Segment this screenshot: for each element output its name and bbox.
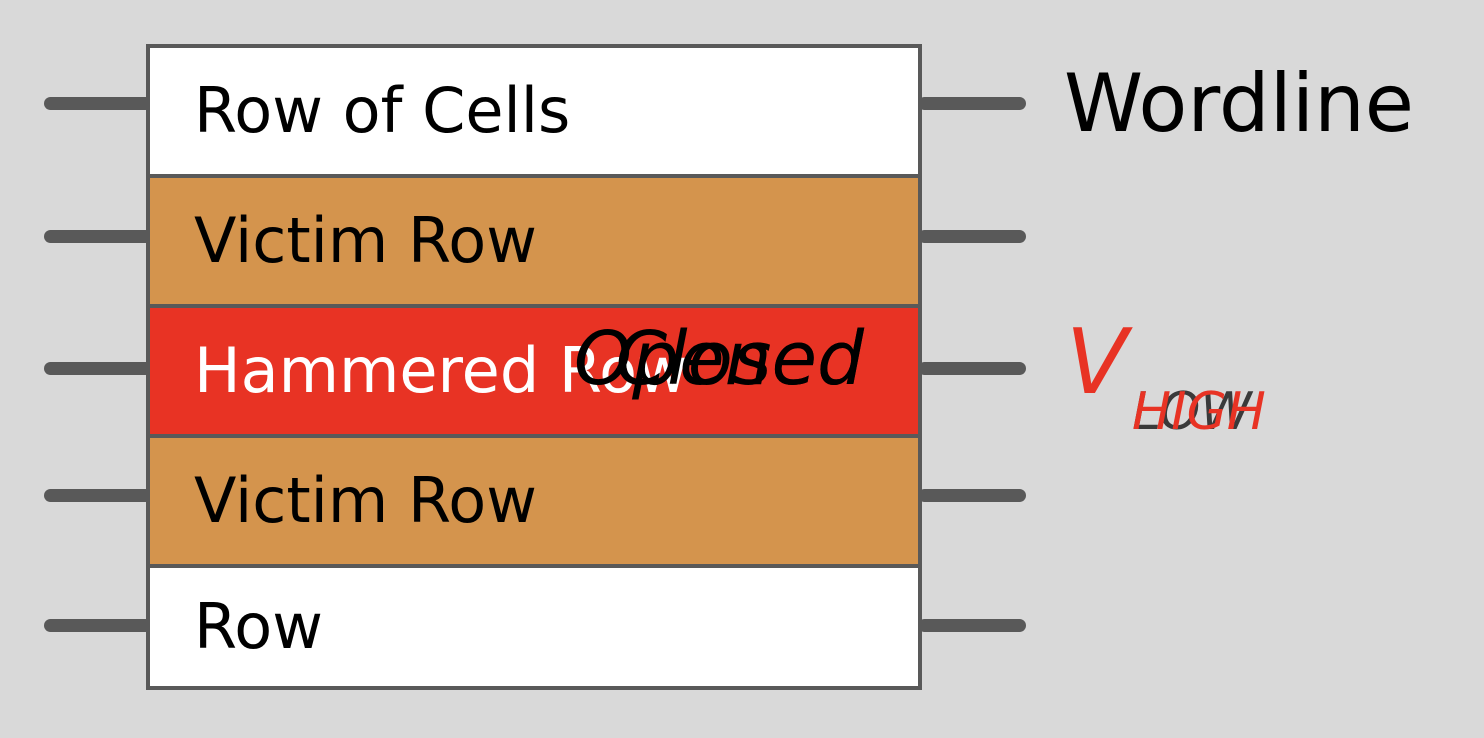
row-label: Victim Row [194, 204, 537, 277]
wordline-stub-right-3 [918, 489, 1026, 502]
row-of-cells: Row of Cells [150, 48, 918, 174]
row-bottom: Row [150, 568, 918, 686]
row-label: Hammered Row [194, 334, 688, 407]
wordline-stub-right-1 [918, 230, 1026, 243]
wordline-stub-right-4 [918, 619, 1026, 632]
hammered-state-closed: Closed [615, 316, 864, 402]
hammered-state-opened: Opened [573, 316, 864, 402]
row-label: Victim Row [194, 464, 537, 537]
wordline-stub-left-2 [44, 362, 152, 375]
voltage-sub-low: LOW [1132, 382, 1252, 442]
voltage-symbol: V [1066, 310, 1128, 415]
voltage-sub-high: HIGH [1132, 382, 1266, 442]
victim-row-upper: Victim Row [150, 178, 918, 304]
row-label: Row [194, 590, 323, 663]
wordline-stub-right-0 [918, 97, 1026, 110]
hammered-row: Hammered Row [150, 308, 918, 434]
wordline-stub-left-0 [44, 97, 152, 110]
row-label: Row of Cells [194, 74, 571, 147]
wordline-stub-left-3 [44, 489, 152, 502]
wordline-stub-right-2 [918, 362, 1026, 375]
wordline-label: Wordline [1064, 57, 1414, 150]
dram-row-array: Row of Cells Victim Row Hammered Row Vic… [146, 44, 922, 690]
wordline-stub-left-1 [44, 230, 152, 243]
victim-row-lower: Victim Row [150, 438, 918, 564]
wordline-stub-left-4 [44, 619, 152, 632]
